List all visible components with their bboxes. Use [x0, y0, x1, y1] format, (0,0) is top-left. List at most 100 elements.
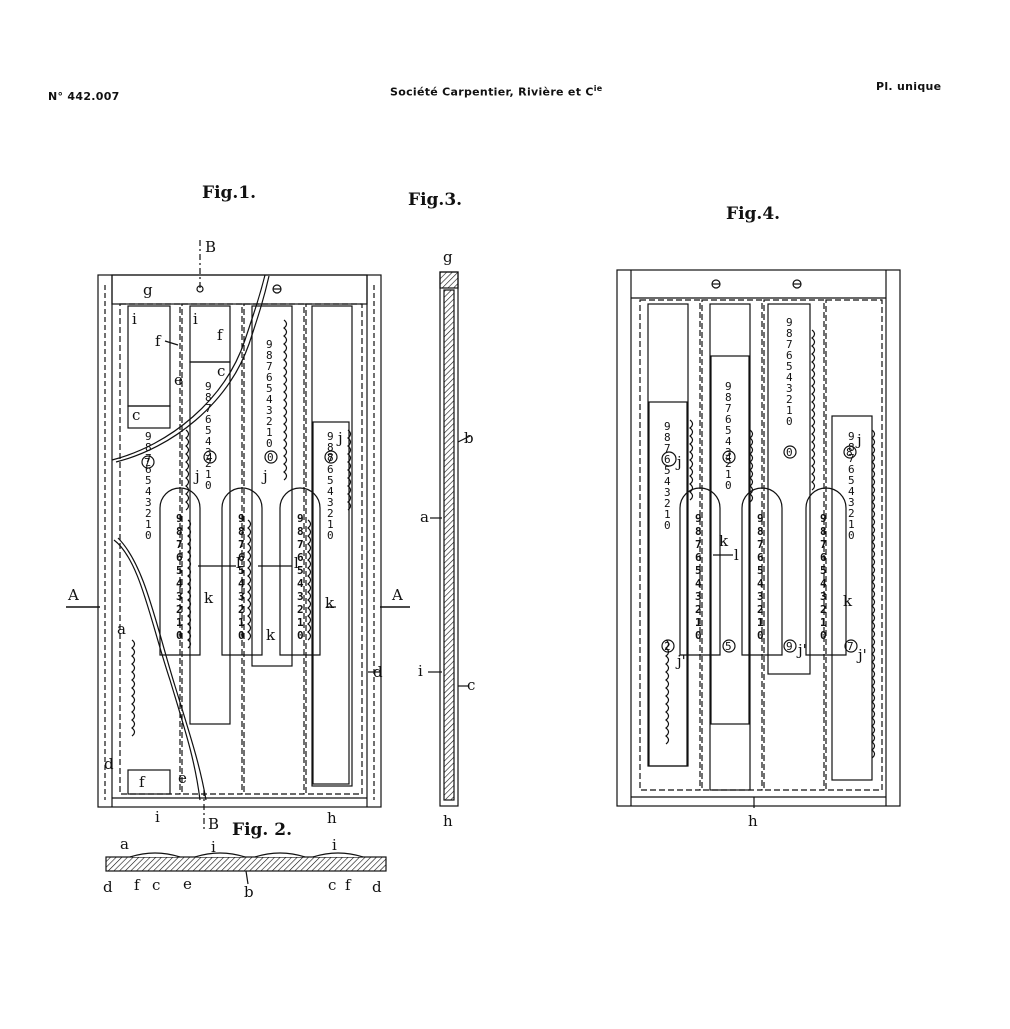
- fig4-window-1-digit: 7: [695, 538, 702, 551]
- fig2-label-i1: i: [211, 838, 216, 856]
- fig4-strip-1-digit: 0: [664, 519, 671, 532]
- fig1-label-A-right: A: [391, 586, 403, 604]
- fig4-strip-1-digit: 3: [664, 486, 671, 499]
- fig1-strip-4-digit: 6: [327, 463, 334, 476]
- fig4-strip-4-digit: 1: [848, 518, 855, 531]
- fig1-window-1-digit: 7: [176, 538, 183, 551]
- fig1-window-2-digit: 8: [238, 525, 245, 538]
- fig1-strip-1-digit: 0: [145, 529, 152, 542]
- fig3-hatch: [443, 289, 455, 801]
- fig1-window-1-digit: 9: [176, 512, 183, 525]
- fig1-circle-4: [324, 450, 338, 464]
- fig4-circled-top-2: 0: [786, 446, 793, 459]
- fig4-window-3-digit: 9: [820, 512, 827, 525]
- fig1-window-3-digit: 0: [297, 629, 304, 642]
- fig1-strip-3-digit: 0: [266, 437, 273, 450]
- fig1-strip-1-digit: 4: [145, 485, 152, 498]
- fig4-strip-2-digit: 8: [725, 391, 732, 404]
- fig1-strip-2-digit: 6: [205, 413, 212, 426]
- fig4-teeth-4: [871, 429, 876, 759]
- fig4-strip-1-digit: 1: [664, 508, 671, 521]
- fig1-slide-f: [127, 769, 171, 795]
- fig1-strip-1-digit: 6: [145, 463, 152, 476]
- fig1-strip-3-digit: 5: [266, 382, 273, 395]
- fig1-window-2-digit: 6: [238, 551, 245, 564]
- fig1-teeth-4: [307, 519, 312, 641]
- fig1-label-j1: j: [193, 467, 200, 485]
- fig3-leader-b: [457, 435, 471, 443]
- fig2-cup-1: [129, 852, 181, 858]
- fig3-title: Fig.3.: [408, 190, 463, 210]
- fig1-window-2-digit: 9: [238, 512, 245, 525]
- fig1-strip-3-digit: 9: [266, 338, 273, 351]
- fig1-circled-digit-2: 4: [206, 451, 213, 464]
- fig4-strip-3-digit: 0: [786, 415, 793, 428]
- fig4-window-2-digit: 3: [757, 590, 764, 603]
- fig4-circle-bottom-3: [783, 639, 797, 653]
- fig4-window-2-digit: 2: [757, 603, 764, 616]
- fig2-cup-2: [194, 852, 246, 858]
- fig1-teeth-3: [247, 519, 252, 641]
- fig1-col-1: [119, 303, 181, 795]
- fig4-window-2-digit: 5: [757, 564, 764, 577]
- fig1-leader-f: [164, 340, 179, 346]
- fig1-strip-3-digit: 8: [266, 349, 273, 362]
- fig1-label-i1: i: [132, 310, 137, 328]
- fig1-slide-3: [251, 305, 293, 667]
- fig1-label-B-bottom: B: [208, 815, 219, 833]
- fig1-strip-2-digit: 2: [205, 457, 212, 470]
- fig1-window-1-digit: 1: [176, 616, 183, 629]
- fig4-label-j2: j: [855, 431, 862, 449]
- fig1-strip-1-digit: 7: [145, 452, 152, 465]
- fig1-window-1-digit: 3: [176, 590, 183, 603]
- fig4-circled-bottom-4: 7: [847, 640, 854, 653]
- fig4-window-1-digit: 9: [695, 512, 702, 525]
- fig1-window-3-digit: 3: [297, 590, 304, 603]
- fig1-window-3-digit: 8: [297, 525, 304, 538]
- fig4-window-1-digit: 6: [695, 551, 702, 564]
- fig4-window-3-digit: 1: [820, 616, 827, 629]
- fig4-strip-3-digit: 8: [786, 327, 793, 340]
- fig4-label-k2: k: [843, 592, 853, 610]
- fig1-teeth-6: [347, 429, 352, 511]
- fig4-title: Fig.4.: [726, 204, 781, 224]
- fig4-digit-columns: 9876543210987654321098765432109876543210…: [664, 316, 855, 642]
- fig1-strip-4-digit: 9: [327, 430, 334, 443]
- fig4-label-l: l: [734, 546, 739, 564]
- fig1-strip-3-digit: 3: [266, 404, 273, 417]
- fig1-strip-4-digit: 3: [327, 496, 334, 509]
- fig4-circled-digits: 4 0 8 2 5 9 7: [664, 446, 854, 653]
- fig2-label-a: a: [120, 835, 129, 853]
- fig4-strip-4-digit: 6: [848, 463, 855, 476]
- fig4-teeth-2: [749, 429, 754, 503]
- fig1-circled-digit-4: 8: [327, 451, 334, 464]
- fig4-labels: j j k l k j' j' j' h: [675, 431, 867, 830]
- fig2-cup-4: [312, 852, 364, 858]
- fig1-window-2-digit: 3: [238, 590, 245, 603]
- fig1-slide-4: [311, 305, 353, 787]
- fig4-strip-4-digit: 8: [848, 441, 855, 454]
- fig4-label-h: h: [748, 812, 758, 830]
- fig3-top-cap: [439, 271, 459, 289]
- fig1-drawing: 7 4 0 8: [66, 240, 410, 830]
- fig4-window-1-digit: 4: [695, 577, 702, 590]
- fig1-window-1-digit: 2: [176, 603, 183, 616]
- fig4-strip-4-digit: 9: [848, 430, 855, 443]
- fig1-window-2-digit: 1: [238, 616, 245, 629]
- fig4-window-1-digit: 8: [695, 525, 702, 538]
- fig1-strip-4-digit: 2: [327, 507, 334, 520]
- fig2-label-c2: c: [328, 876, 336, 894]
- fig1-break-line-bottom-2: [117, 537, 207, 801]
- fig1-strip-3-digit: 2: [266, 415, 273, 428]
- fig1-label-j3: j: [336, 429, 343, 447]
- fig1-label-j2: j: [261, 467, 268, 485]
- fig4-label-j3: j': [675, 652, 686, 670]
- fig1-strip-2-digit: 1: [205, 468, 212, 481]
- fig4-label-j5: j': [856, 646, 867, 664]
- company-name: Société Carpentier, Rivière et Cie: [390, 84, 603, 99]
- fig4-col-4: [825, 299, 883, 791]
- fig4-strip-3-digit: 9: [786, 316, 793, 329]
- fig1-break-line-bottom: [113, 539, 201, 801]
- fig1-strip-1-digit: 1: [145, 518, 152, 531]
- fig1-circle-3: [264, 450, 278, 464]
